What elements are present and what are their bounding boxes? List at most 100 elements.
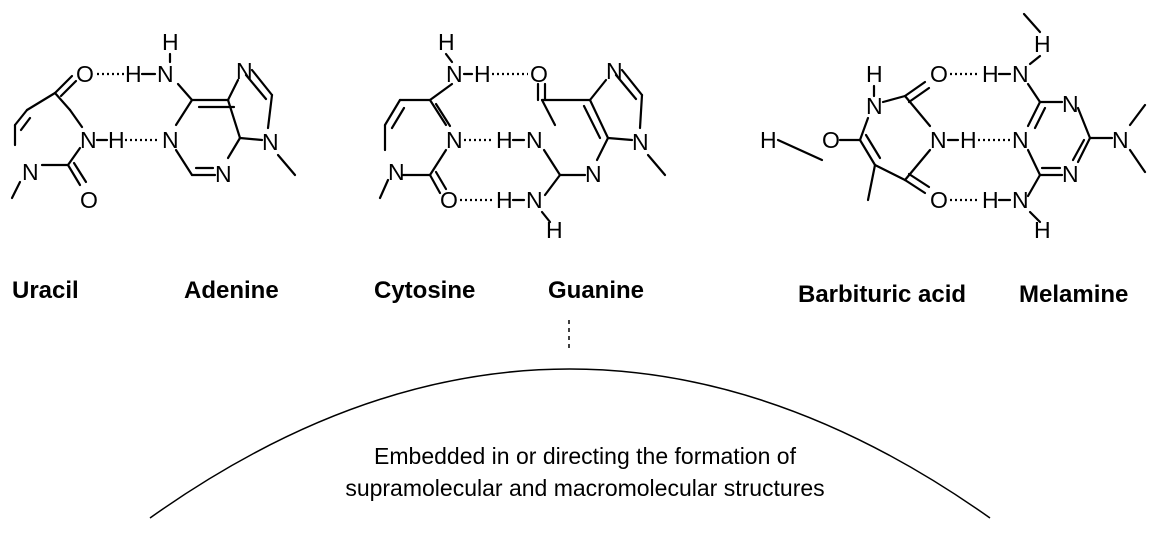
adenine-atom-h: H: [162, 29, 179, 55]
barbituric-co-bond: [903, 178, 927, 195]
cytosine-bond: [428, 82, 454, 102]
guanine-methyl-bond: [646, 153, 667, 177]
adenine-bond: [174, 148, 194, 177]
uracil-co-bond: [72, 161, 88, 184]
uracil-adenine-pair: O N H N O H N H: [10, 29, 297, 213]
arc-curve: [149, 368, 991, 519]
guanine-atom-n: N: [526, 127, 543, 153]
uracil-atom-h: H: [108, 127, 125, 153]
barbituric-atom-o: O: [822, 127, 840, 153]
adenine-atom-h: H: [125, 61, 142, 87]
melamine-bond: [1026, 173, 1042, 198]
cytosine-atom-n: N: [388, 159, 405, 185]
guanine-atom-h: H: [496, 187, 513, 213]
label-barbituric-acid: Barbituric acid: [798, 281, 967, 308]
barbituric-atom-h: H: [760, 127, 777, 153]
cytosine-double-bond: [434, 102, 452, 128]
uracil-bond: [66, 146, 82, 167]
adenine-bond: [226, 78, 240, 102]
uracil-co-bond: [59, 79, 78, 98]
cytosine-atom-o: O: [440, 187, 458, 213]
caption-line-1: Embedded in or directing the formation o…: [374, 443, 796, 469]
guanine-double-bond: [582, 104, 602, 140]
uracil-atom-o: O: [80, 187, 98, 213]
melamine-atom-h: H: [1034, 31, 1051, 57]
adenine-methyl-bond: [276, 153, 297, 177]
label-uracil: Uracil: [12, 277, 79, 304]
adenine-bond: [226, 98, 242, 140]
melamine-atom-h: H: [982, 61, 999, 87]
melamine-atom-h: H: [1034, 217, 1051, 243]
barbituric-atom-n: N: [930, 127, 947, 153]
melamine-bond: [1026, 100, 1042, 128]
uracil-co-bond: [66, 163, 82, 187]
methyl-bond: [1128, 103, 1147, 127]
guanine-atom-o: O: [530, 61, 548, 87]
adenine-bond: [266, 93, 274, 130]
nh-bond: [540, 210, 552, 224]
uracil-atom-n: N: [22, 159, 39, 185]
uracil-atom-n: N: [80, 127, 97, 153]
cytosine-atom-n: N: [446, 61, 463, 87]
melamine-double-bond: [1071, 138, 1086, 162]
barbituric-bond: [858, 138, 877, 167]
barbituric-bond: [903, 148, 932, 182]
uracil-bond: [68, 108, 84, 129]
barbituric-melamine-pair: H O H N O N O H N: [760, 12, 1147, 243]
barbituric-atom-o: O: [930, 61, 948, 87]
label-melamine: Melamine: [1019, 281, 1129, 308]
cytosine-atom-h: H: [474, 61, 491, 87]
guanine-bond: [606, 136, 634, 142]
cytosine-guanine-pair: H N H O N N O H N: [378, 29, 667, 243]
adenine-bond: [226, 136, 242, 160]
barbituric-double-bond: [864, 133, 882, 160]
uracil-bond: [25, 91, 57, 112]
melamine-atom-n: N: [1012, 187, 1029, 213]
adenine-atom-n: N: [262, 129, 279, 155]
guanine-bond: [543, 173, 562, 197]
guanine-atom-n: N: [526, 187, 543, 213]
uracil-bond: [53, 91, 72, 112]
uracil-double-bond: [19, 116, 32, 132]
caption-line-2: supramolecular and macromolecular struct…: [345, 475, 825, 501]
label-cytosine: Cytosine: [374, 277, 476, 304]
barbituric-atom-n: N: [866, 93, 883, 119]
melamine-bond: [1076, 136, 1092, 164]
adenine-atom-n: N: [162, 127, 179, 153]
methyl-bond: [1022, 12, 1042, 34]
guanine-atom-n: N: [632, 129, 649, 155]
barbituric-atom-h: H: [866, 61, 883, 87]
guanine-bond: [540, 98, 557, 127]
uracil-methyl-bond: [10, 180, 22, 200]
melamine-atom-n: N: [1062, 161, 1079, 187]
guanine-atom-h: H: [496, 127, 513, 153]
uracil-atom-o: O: [76, 61, 94, 87]
cytosine-bond: [428, 98, 448, 127]
uracil-bond: [13, 108, 29, 127]
guanine-double-bond: [614, 73, 638, 101]
barbituric-co-bond: [903, 80, 927, 98]
guanine-bond: [588, 78, 608, 102]
melamine-atom-n: N: [1012, 127, 1029, 153]
nh-bond: [1028, 54, 1042, 66]
barbituric-co-bond: [907, 86, 931, 104]
cytosine-atom-h: H: [438, 29, 455, 55]
cytosine-bond: [428, 148, 448, 177]
melamine-atom-n: N: [1062, 91, 1079, 117]
guanine-bond: [620, 68, 644, 97]
melamine-bond: [1026, 82, 1042, 104]
guanine-atom-n: N: [606, 58, 623, 84]
guanine-atom-n: N: [585, 161, 602, 187]
guanine-bond: [595, 136, 610, 162]
adenine-atom-n: N: [157, 61, 174, 87]
nh-bond: [1028, 210, 1042, 224]
cytosine-atom-n: N: [446, 127, 463, 153]
label-adenine: Adenine: [184, 277, 279, 304]
barbituric-bond: [903, 94, 932, 128]
cytosine-bond: [383, 98, 402, 127]
adenine-atom-n: N: [215, 161, 232, 187]
guanine-bond: [542, 148, 562, 177]
barbituric-bond: [858, 116, 870, 142]
oh-bond: [776, 138, 824, 162]
